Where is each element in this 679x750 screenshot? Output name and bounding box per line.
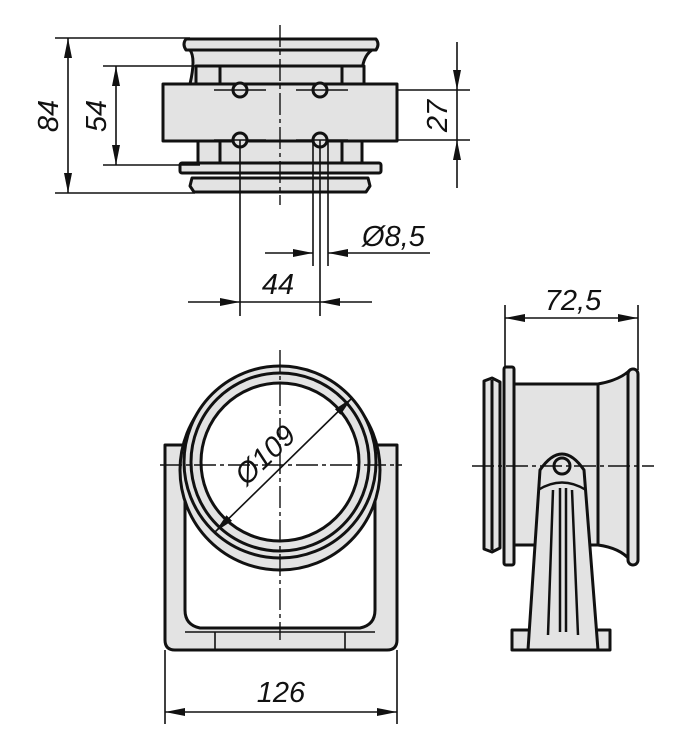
upper-notch [218, 64, 344, 86]
dim-27: 27 [422, 98, 454, 133]
top-view: 84 54 27 Ø8,5 44 [33, 25, 470, 316]
dim-54: 54 [81, 100, 113, 132]
side-bracket [526, 452, 600, 652]
dim-hole-diameter: Ø8,5 [361, 221, 426, 253]
bottom-ring [188, 176, 372, 194]
front-view: Ø109 126 [160, 350, 402, 724]
mounting-holes [214, 81, 348, 149]
dim-126: 126 [257, 677, 306, 709]
dim-44: 44 [262, 269, 294, 301]
side-view: 72,5 [472, 285, 654, 652]
side-rim [626, 367, 640, 567]
dim-72-5: 72,5 [545, 285, 602, 317]
top-flange [182, 37, 380, 52]
dim-84: 84 [33, 100, 65, 132]
